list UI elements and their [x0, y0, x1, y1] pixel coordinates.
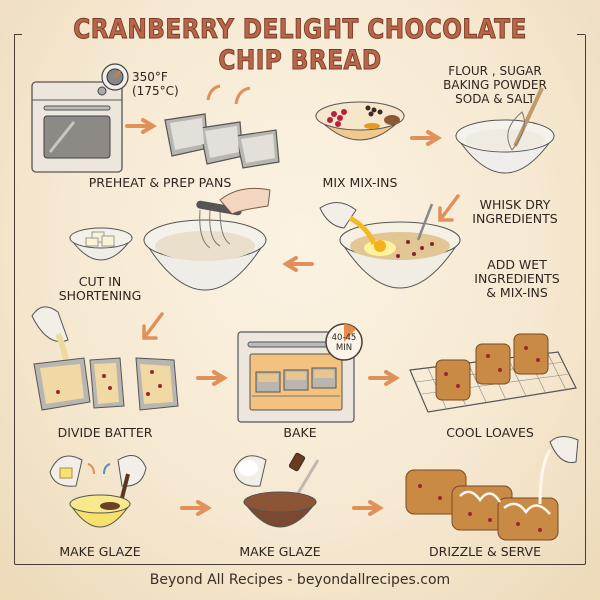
arrow-right-icon — [352, 500, 384, 516]
step-label-drizzle-serve: DRIZZLE & SERVE — [429, 544, 541, 559]
bake-time-note: 40-45 MIN — [331, 333, 357, 353]
step-label-divide-batter: DIVIDE BATTER — [57, 425, 153, 440]
temperature-dial-icon — [101, 63, 129, 91]
arrow-down-left-icon — [142, 312, 164, 340]
step-label-mix-mix-ins: MIX MIX-INS — [322, 175, 398, 190]
whisk-bowl-icon — [455, 87, 555, 174]
oven-icon — [31, 81, 123, 173]
arrow-right-icon — [410, 130, 442, 146]
step-label-make-glaze-2: MAKE GLAZE — [239, 544, 321, 559]
dry-ingredients-note: FLOUR , SUGAR BAKING POWDER SODA & SALT — [443, 64, 547, 106]
content-frame — [14, 34, 586, 565]
arrow-right-icon — [180, 500, 212, 516]
cooling-rack-icon — [409, 333, 577, 413]
frame-corner-right — [577, 34, 585, 35]
timer-icon — [325, 323, 363, 361]
mix-ins-bowl-icon — [314, 101, 406, 141]
step-label-bake: BAKE — [283, 425, 317, 440]
arrow-down-left-icon — [438, 194, 460, 222]
glaze-bowl-icon-1 — [49, 455, 147, 528]
step-label-preheat: PREHEAT & PREP PANS — [88, 175, 232, 190]
baking-oven-icon — [237, 331, 355, 423]
temperature-note: 350°F (175°C) — [132, 70, 179, 98]
curved-arrow-icon — [206, 84, 251, 105]
arrow-left-icon — [282, 256, 314, 272]
batter-pans-icon — [31, 306, 179, 411]
page-title: CRANBERRY DELIGHT CHOCOLATE CHIP BREAD — [73, 14, 527, 77]
wet-ingredients-bowl-icon — [319, 202, 461, 289]
frame-corner-left — [14, 34, 22, 35]
shortening-bowl-icon — [69, 227, 133, 261]
pastry-blender-bowl-icon — [143, 187, 271, 291]
arrow-right-icon — [368, 370, 400, 386]
glaze-bowl-icon-2 — [233, 452, 320, 528]
loaf-pans-icon — [164, 113, 280, 169]
step-label-make-glaze-1: MAKE GLAZE — [59, 544, 141, 559]
arrow-right-icon — [125, 118, 157, 134]
arrow-right-icon — [196, 370, 228, 386]
footer-credit: Beyond All Recipes - beyondallrecipes.co… — [149, 572, 451, 588]
step-label-add-wet: ADD WET INGREDIENTS & MIX-INS — [474, 257, 560, 300]
step-label-cut-in-shortening: CUT IN SHORTENING — [58, 274, 142, 303]
step-label-cool-loaves: COOL LOAVES — [446, 425, 534, 440]
drizzled-loaves-icon — [405, 436, 579, 541]
step-label-whisk-dry: WHISK DRY INGREDIENTS — [472, 197, 558, 226]
